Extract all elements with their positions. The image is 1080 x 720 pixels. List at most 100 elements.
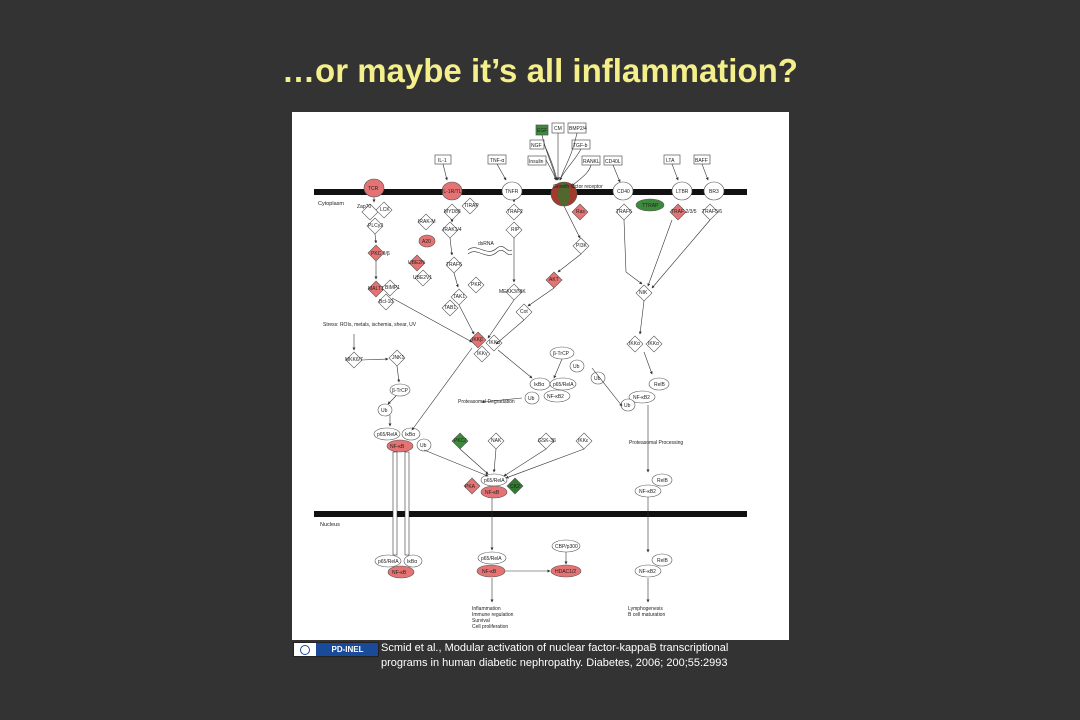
bimp1-label: BIMP1	[385, 285, 400, 291]
ikka2-label: IKKα	[648, 341, 659, 347]
tirap-label: TIRAP	[464, 203, 479, 209]
relb-mid-label: RelB	[654, 382, 666, 388]
pi3k-label: PI3K	[576, 243, 588, 249]
ub-right-label: Ub	[624, 403, 631, 409]
a20-label: A20	[422, 239, 431, 245]
lta-label: LTA	[666, 158, 675, 164]
relb-right-node	[651, 473, 673, 487]
dsrna-label: dsRNA	[478, 241, 495, 247]
ub-left-node	[377, 403, 393, 417]
cytoplasm-label: Cytoplasm	[318, 201, 344, 207]
ikba-nuc-label: IκBα	[407, 559, 417, 565]
ltbr-label: LTBR	[676, 189, 689, 195]
nfkb-left-label: NF-κB	[390, 444, 405, 450]
rankl-label: RANKL	[583, 159, 600, 165]
p65-left-node	[373, 427, 401, 441]
relb-nuc-node	[651, 553, 673, 567]
bmp-label: BMP2/4	[569, 126, 587, 132]
ub-left2-label: Ub	[420, 443, 427, 449]
ck2-node	[506, 477, 524, 495]
btrcp-mid-label: β-TrCP	[553, 351, 570, 357]
jnk1-label: JNK1	[392, 355, 404, 361]
nfkb2-mid-label: NF-κB2	[547, 394, 564, 400]
ikke-label: IKKε	[578, 438, 589, 444]
mkk67-label: MKK6/7	[345, 357, 363, 363]
nfkb2-proc-label: NF-κB2	[639, 489, 656, 495]
a20-node	[418, 234, 436, 248]
bimp1-node	[381, 279, 399, 297]
slide-title: …or maybe it’s all inflammation?	[282, 52, 798, 89]
traf6-top-label: TRAF6	[616, 209, 632, 215]
p65-nuc-node	[477, 551, 507, 565]
p65-nuc-left-label: p65/RelA	[378, 559, 399, 565]
egf-label: EGF	[537, 128, 547, 134]
pka-node	[463, 477, 481, 495]
malt1-node	[367, 280, 385, 298]
ube2v1-label: UBE2V1	[413, 275, 432, 281]
cd40-receptor	[612, 181, 634, 201]
processing-label: Proteasomal Processing	[629, 440, 683, 446]
ikba-nuc-node	[403, 554, 423, 568]
ikka1-node	[626, 335, 644, 353]
nfkb2-nuc-label: NF-κB2	[639, 569, 656, 575]
ikkb-node	[469, 331, 487, 349]
ub-mid-node	[524, 391, 540, 405]
public-domain-badge[interactable]: PD-INEL	[293, 642, 379, 657]
traf2-node	[505, 203, 523, 221]
il1r-label: IL-1R/TLR	[442, 189, 465, 195]
dsrna-strand	[467, 246, 513, 252]
p65-nuc-left-node	[374, 554, 402, 568]
ub-left2-node	[416, 438, 432, 452]
pkc-label: PKC θ/β	[371, 251, 390, 257]
stress-label: Stress: ROIs, metals, ischemia, shear, U…	[323, 322, 417, 328]
tirap-node	[461, 197, 479, 215]
gsk3b-label: GSK-3β	[538, 438, 556, 444]
ub-mid3-label: Ub	[594, 376, 601, 382]
tnfr-receptor	[501, 181, 523, 201]
nuclear-membrane	[314, 511, 747, 517]
ngf-label: NGF	[531, 143, 542, 149]
ikka-label: IKKα	[489, 340, 500, 346]
ube2n-label: UBE2N	[408, 260, 425, 266]
br3-label: BR3	[709, 189, 719, 195]
ube2v1-node	[414, 269, 432, 287]
relb-mid-node	[648, 377, 670, 391]
cot-label: Cot	[520, 309, 528, 315]
nfkb2-right-label: NF-κB2	[633, 395, 650, 401]
tab1-label: TAB1	[444, 305, 456, 311]
nucleus-label: Nucleus	[320, 522, 340, 528]
traf2-label: TRAF2	[507, 209, 523, 215]
license-label: PD-INEL	[317, 643, 378, 656]
ikba-left-node	[401, 427, 421, 441]
btrcp-left-label: β-TrCP	[392, 388, 409, 394]
nfkb-center-node	[480, 485, 508, 499]
tab1-node	[441, 299, 459, 317]
il1r-receptor	[441, 181, 463, 201]
baff-label: BAFF	[695, 158, 708, 164]
pkcz-label: PKCζ	[454, 438, 467, 444]
plcg-label: PLCγ2	[368, 223, 383, 229]
ttrap-node	[635, 198, 665, 212]
irakm-node	[417, 213, 435, 231]
ras-label: Ras	[576, 209, 585, 215]
ub-mid3-node	[590, 371, 606, 385]
akt-label: AKT	[549, 277, 559, 283]
ub-left-label: Ub	[381, 408, 388, 414]
cell-membrane	[314, 189, 747, 195]
ub-mid2-label: Ub	[573, 364, 580, 370]
ikka1-label: IKKα	[629, 341, 640, 347]
insulin-label: Insulin	[529, 159, 544, 165]
ttrap-label: TTRAP	[642, 203, 659, 209]
zap70-node	[361, 203, 379, 221]
tgf-label: TGF-b	[573, 143, 588, 149]
nfkb-center-label: NF-κB	[485, 490, 500, 496]
nfkb2-mid-node	[543, 389, 571, 403]
zap70-label: Zap70	[357, 204, 371, 210]
ltbr-receptor	[671, 181, 693, 201]
nik-label: NIK	[639, 290, 648, 296]
lck-node	[375, 201, 393, 219]
ube2n-node	[408, 254, 426, 272]
p65-left-label: p65/RelA	[377, 432, 398, 438]
il1-label: IL-1	[438, 158, 447, 164]
pka-label: PKA	[465, 484, 476, 490]
